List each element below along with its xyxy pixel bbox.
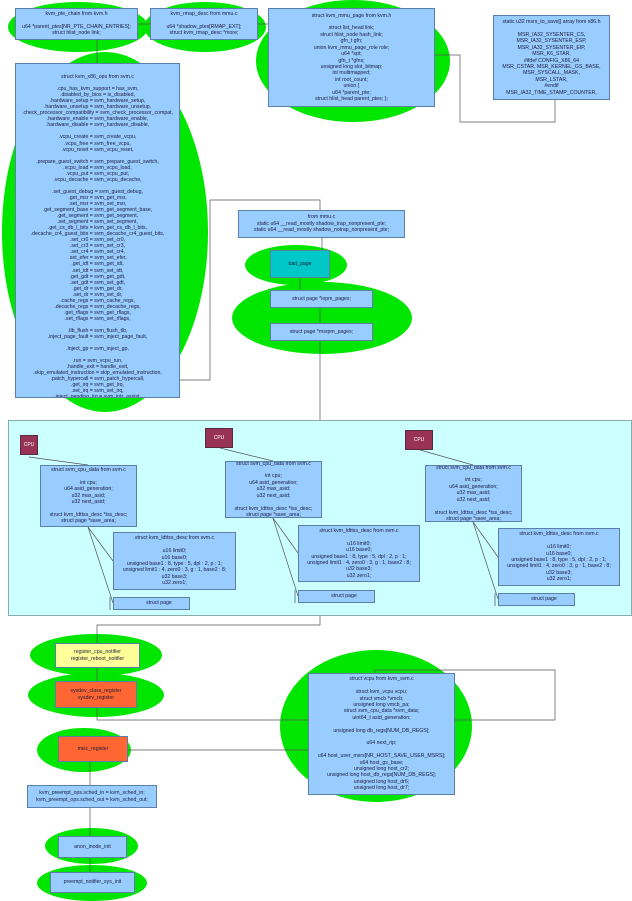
svm-cpu-data-box[interactable]: struct svm_cpu_data from svm.c int cpu; … [425,465,522,522]
cpu-node[interactable]: CPU [205,428,233,448]
anon-inode-init-box[interactable]: anon_inode_init [58,836,127,858]
svm-cpu-data-box[interactable]: struct svm_cpu_data from svm.c int cpu; … [225,461,322,518]
kvm-mmu-page-box[interactable]: struct kvm_mmu_page from kvm.h struct li… [268,8,435,107]
preempt-ops-box[interactable]: kvm_preempt_ops.sched_in = kvm_sched_in;… [27,785,157,808]
mmu-c-globals-box[interactable]: from mmu.c static u64 __read_mostly shad… [238,210,405,238]
kvm-rmap-desc-box[interactable]: kvm_rmap_desc from mmu.c u64 *shadow_pte… [150,8,258,40]
kvm-x86-ops-box[interactable]: struct kvm_x86_ops from svm.c .cpu_has_k… [15,63,180,398]
preempt-notifier-sys-init-box[interactable]: preempt_notifier_sys_init [50,872,135,893]
kvm-ldttss-desc-box[interactable]: struct kvm_ldttss_desc from svm.c u16 li… [498,528,620,586]
cpu-node[interactable]: CPU [20,435,38,455]
struct-page-box[interactable]: struct page [298,590,375,603]
misc-register-box[interactable]: misc_register [58,736,128,762]
register-notifier-box[interactable]: register_cpu_notifier register_reboot_no… [55,643,140,668]
iopm-pages-box[interactable]: struct page *iopm_pages; [270,290,373,308]
kvm-ldttss-desc-box[interactable]: struct kvm_ldttss_desc from svm.c u16 li… [298,525,420,582]
kvm-pte-chain-box[interactable]: kvm_pte_chain from kvm.h u64 *parent_pte… [15,8,138,40]
svm-cpu-data-box[interactable]: struct svm_cpu_data from svm.c int cpu; … [40,465,137,527]
struct-page-box[interactable]: struct page [498,593,575,606]
struct-vcpu-box[interactable]: struct vcpu from kvm_svm.c struct kvm_vc… [308,673,455,795]
cpu-node[interactable]: CPU [405,430,433,450]
sysdev-register-box[interactable]: sysdev_class_register sysdev_register [55,681,137,708]
kvm-ldttss-desc-box[interactable]: struct kvm_ldttss_desc from svm.c u16 li… [113,532,236,590]
msrpm-pages-box[interactable]: struct page *msrpm_pages; [270,323,373,341]
struct-page-box[interactable]: struct page [113,597,190,610]
bad-page-box[interactable]: bad_page [270,250,330,278]
msrs-to-save-box[interactable]: static u32 msrs_to_save[] array from x86… [493,15,610,100]
